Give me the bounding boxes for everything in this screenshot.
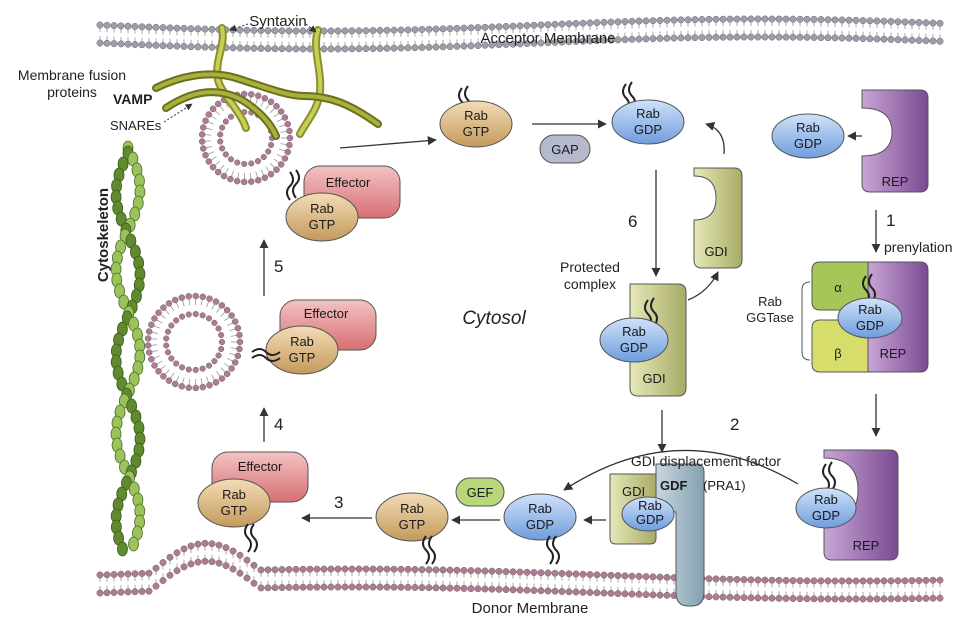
rab-ggtase-label-1: Rab [758,294,782,309]
ggtase-bracket [801,281,811,361]
svg-text:GDP: GDP [620,340,648,355]
rab-gtp-top [285,192,359,242]
rep-free: REP [861,89,929,193]
svg-text:Effector: Effector [326,175,371,190]
gap-protein: GAP [539,134,591,164]
donor-membrane [96,539,944,603]
pathway-arrows [259,119,881,525]
pra1-label: (PRA1) [703,478,746,493]
svg-text:β: β [834,346,841,361]
svg-text:GDP: GDP [634,122,662,137]
cytoskeleton-label: Cytoskeleton [95,188,112,282]
donor-membrane-label: Donor Membrane [472,600,589,617]
svg-text:Rab: Rab [622,324,646,339]
svg-text:GTP: GTP [289,350,316,365]
rab-ggtase-label-2: GGTase [746,310,794,325]
svg-text:GDP: GDP [636,512,664,527]
svg-text:GTP: GTP [221,503,248,518]
protected-complex-label-2: complex [564,276,616,292]
svg-text:GDI: GDI [642,371,665,386]
rep-rab-donor: REP Rab GDP [795,449,899,561]
svg-text:GDP: GDP [794,136,822,151]
membrane-fusion-label-1: Membrane fusion [18,67,126,83]
protected-complex-label-1: Protected [560,259,620,275]
snare-proteins [152,24,382,140]
vesicle-transport [144,292,244,392]
svg-text:Rab: Rab [638,498,662,513]
effector-rab-complex-mid: Effector Rab GTP [251,299,377,375]
svg-text:Rab: Rab [400,501,424,516]
gdi-gdf-complex: GDI GDF (PRA1) Rab GDP [609,463,746,607]
svg-text:Rab: Rab [814,492,838,507]
membrane-fusion-label-2: proteins [47,84,97,100]
svg-text:Rab: Rab [796,120,820,135]
rab-gtp-acceptor: Rab GTP [439,85,513,148]
svg-text:Rab: Rab [222,487,246,502]
step-1-label: 1 [886,211,895,230]
syntaxin-label: Syntaxin [249,13,307,30]
step-3-label: 3 [334,493,343,512]
svg-text:α: α [834,280,842,295]
svg-text:Rab: Rab [636,106,660,121]
cytoskeleton-filament [110,140,146,557]
acceptor-membrane-label: Acceptor Membrane [480,30,615,47]
svg-text:Rab: Rab [528,501,552,516]
step-6-label: 6 [628,212,637,231]
rab-gtp-mid [265,325,339,375]
effector-rab-complex-donor: Effector Rab GTP [197,451,309,553]
svg-text:GTP: GTP [309,217,336,232]
svg-text:REP: REP [853,538,880,553]
protected-complex-gdi-rab: GDI Rab GDP [599,283,687,397]
effector-rab-complex-top: Effector Rab GTP [285,165,401,242]
step-2-label: 2 [730,415,739,434]
rab-gdp-acceptor: Rab GDP [611,81,685,145]
svg-text:GEF: GEF [467,485,494,500]
svg-text:Rab: Rab [858,302,882,317]
svg-text:Rab: Rab [290,334,314,349]
ggtase-alpha [811,261,869,311]
gef-protein: GEF [455,477,505,507]
gdi-free: GDI [693,167,743,269]
rab-gdp-free: Rab GDP [771,113,845,159]
svg-text:GDP: GDP [856,318,884,333]
svg-text:GDI: GDI [704,244,727,259]
svg-text:GDP: GDP [526,517,554,532]
rab-gtp-donor: Rab GTP [375,492,449,565]
rab-gdp-donor: Rab GDP [503,493,577,565]
svg-text:GTP: GTP [399,517,426,532]
svg-text:REP: REP [880,346,907,361]
svg-text:Effector: Effector [238,459,283,474]
svg-text:Rab: Rab [464,108,488,123]
gdf-protein [655,463,705,607]
prenylation-label: prenylation [884,239,953,255]
step-5-label: 5 [274,257,283,276]
snares-label: SNAREs [110,118,162,133]
svg-text:GDP: GDP [812,508,840,523]
svg-text:GDF: GDF [660,478,688,493]
svg-text:Effector: Effector [304,306,349,321]
vamp-label: VAMP [113,91,152,107]
rab-gtp-donor-effector [197,478,271,528]
step-4-label: 4 [274,415,283,434]
svg-text:REP: REP [882,174,909,189]
svg-text:Rab: Rab [310,201,334,216]
svg-text:GAP: GAP [551,142,578,157]
svg-text:GTP: GTP [463,124,490,139]
rab-ggtase-rep-complex: REP α β Rab GDP [811,261,929,373]
svg-text:GDI: GDI [622,484,645,499]
gdi-displacement-factor-label: GDI displacement factor [631,453,782,469]
cytosol-label: Cytosol [462,308,526,329]
